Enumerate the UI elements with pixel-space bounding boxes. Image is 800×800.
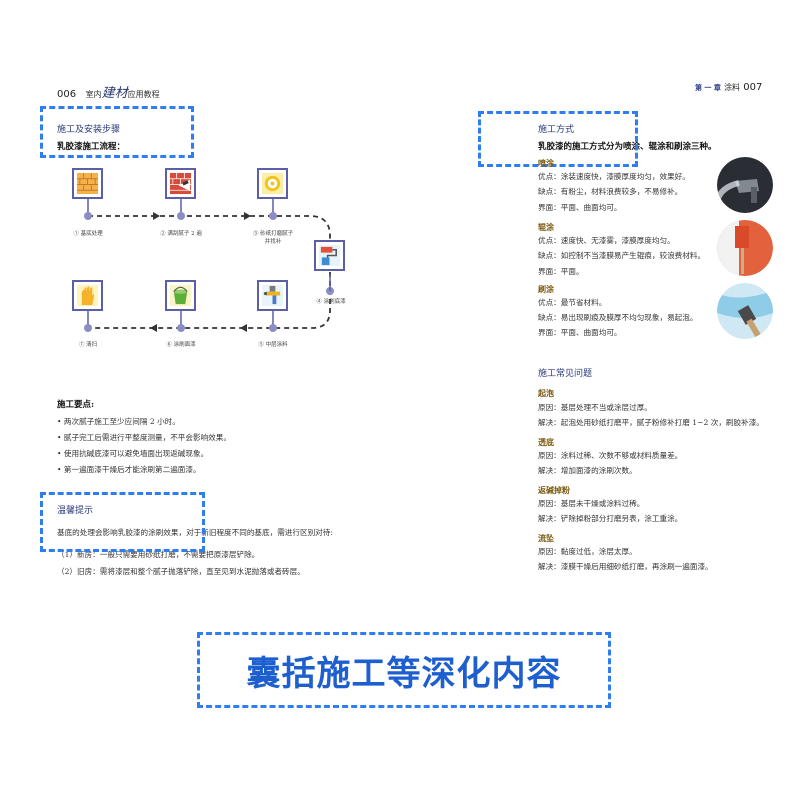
chapter-title: 涂料 [724,83,741,92]
points-list: • 两次腻子施工至少应间隔 2 小时。 • 腻子完工后需进行平整度测量，不平会影… [57,414,231,478]
tip-item-new-house: （1）新房：一般只需要用砂纸打磨，不需要把原漆层铲除。 [57,550,260,559]
problem-bubbling-solution: 解决：起泡处用砂纸打磨平，腻子粉修补打磨 1~2 次，刷胶补漆。 [538,418,764,427]
roller-photo [717,220,773,276]
step-3-label: ③ 砂纸打磨腻子 并找补 [252,231,294,245]
point-item: • 使用抗碱底漆可以避免墙面出现返碱现象。 [57,449,209,458]
chapter-label: 第 一 章 [695,84,721,92]
problem-showthrough-cause: 原因：涂料过稀、次数不够或材料质量差。 [538,451,683,460]
point-item: • 第一遍面漆干燥后才能涂刷第二遍面漆。 [57,465,201,474]
method-spray-cons: 缺点：有粉尘，材料浪费较多，不易修补。 [538,187,683,196]
step-6-label: ⑥ 涂刷面漆 [166,342,196,348]
points-title: 施工要点: [57,400,95,410]
step-5-node [257,280,288,311]
banner-box: 囊括施工等深化内容 [197,632,611,708]
method-brush-cons: 缺点：易出现刷痕及膜厚不均匀现象，易起泡。 [538,313,698,322]
step-7-node [72,280,103,311]
step-5-label: ⑤ 中层涂料 [258,342,288,348]
method-spray-title: 喷涂 [538,159,554,168]
method-summary: 乳胶漆的施工方式分为喷涂、辊涂和刷涂三种。 [538,142,717,152]
point-item: • 腻子完工后需进行平整度测量，不平会影响效果。 [57,433,231,442]
left-page-number: 006 [57,89,77,100]
paint-roller-icon [318,244,341,267]
method-spray-pros: 优点：涂装速度快，漆膜厚度均匀，效果好。 [538,172,690,181]
problem-sagging-title: 流坠 [538,534,554,543]
arrow-2 [244,212,251,220]
problem-efflorescence-cause: 原因：基层未干燥或涂料过稀。 [538,499,645,508]
point-item: • 两次腻子施工至少应间隔 2 小时。 [57,417,180,426]
step-2-node [165,168,196,199]
tip-item-old-house: （2）旧房：需将漆层和整个腻子抛落铲除，直至见到水泥抛落或者砖层。 [57,567,305,576]
method-roller-pros: 优点：速度快、无漆雾，漆膜厚度均匀。 [538,236,675,245]
arrow-6 [150,324,157,332]
flow-line-bottom [92,272,331,329]
step-7-label: ⑦ 清扫 [78,342,98,348]
problem-sagging-solution: 解决：漆膜干燥后用细砂纸打磨，再涂刷一遍面漆。 [538,562,713,571]
step-1-node [72,168,103,199]
problem-showthrough-solution: 解决：增加面漆的涂刷次数。 [538,466,637,475]
problem-sagging-cause: 原因：黏度过低，涂层太厚。 [538,547,637,556]
method-spray-surface: 界面：平面、曲面均可。 [538,203,622,212]
step-3-node [257,168,288,199]
section-title-method: 施工方式 [538,125,575,135]
highlight-box-tip [40,492,205,552]
method-brush-title: 刷涂 [538,285,554,294]
spray-photo [717,157,773,213]
step-4-label: ④ 涂刷底漆 [316,299,346,305]
banner-text: 囊括施工等深化内容 [246,653,562,694]
highlight-box-steps [40,106,194,158]
step-2-label: ② 满刮腻子 2 遍 [160,231,202,237]
method-roller-cons: 缺点：如控制不当漆膜易产生辊痕，较浪费材料。 [538,251,706,260]
brush-photo [717,283,773,339]
method-roller-title: 辊涂 [538,223,554,232]
right-page-number: 007 [743,82,763,93]
method-roller-surface: 界面：平面。 [538,267,584,276]
arrow-5 [240,324,247,332]
step-6-node [165,280,196,311]
right-page-header: 第 一 章 涂料 007 [695,82,762,93]
problem-showthrough-title: 透底 [538,438,554,447]
tip-intro: 基底的处理会影响乳胶漆的涂刷效果，对于新旧程度不同的基底，需进行区别对待: [57,528,333,537]
spray-gun-icon [261,284,284,307]
left-book-title: 室内建材应用教程 [85,86,160,101]
arrow-1 [153,212,160,220]
sanding-disc-icon [261,172,284,195]
step-4-node [314,240,345,271]
problem-efflorescence-title: 返碱掉粉 [538,486,570,495]
problem-bubbling-cause: 原因：基层处理不当或涂层过厚。 [538,403,652,412]
brick-wall-icon [76,172,99,195]
putty-wall-icon [169,172,192,195]
problem-efflorescence-solution: 解决：铲除掉粉部分打磨另表，涂工重涂。 [538,514,683,523]
flow-line-top [88,215,331,240]
flow-title: 乳胶漆施工流程： [57,142,126,152]
section-title-steps: 施工及安装步骤 [57,125,121,135]
step-1-label: ① 基底处理 [73,231,103,237]
highlight-box-method [478,111,638,167]
paint-bucket-icon [169,284,192,307]
method-brush-surface: 界面：平面、曲面均可。 [538,328,622,337]
left-page-header: 006 室内建材应用教程 [57,82,160,101]
problem-bubbling-title: 起泡 [538,389,554,398]
gloves-icon [76,284,99,307]
method-brush-pros: 优点：最节省材料。 [538,298,607,307]
tip-title: 温馨提示 [57,506,94,516]
section-title-problems: 施工常见问题 [538,369,593,379]
